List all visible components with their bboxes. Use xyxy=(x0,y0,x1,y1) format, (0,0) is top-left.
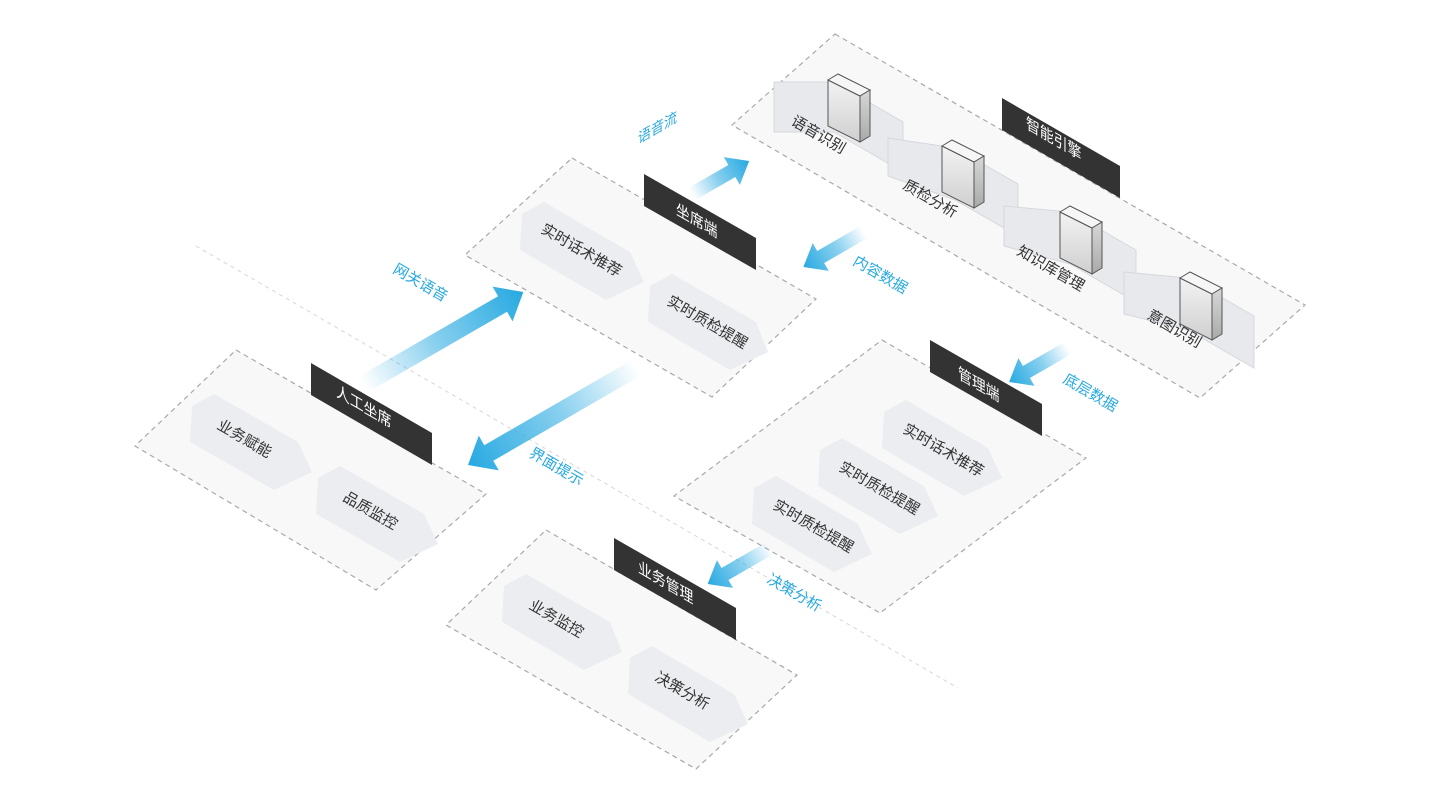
human-agent-module-1: 业务赋能 xyxy=(190,394,312,490)
panel-admin-client: 实时话术推荐 实时质检提醒 实时质检提醒 管理端 xyxy=(672,339,1088,614)
engine-title-tag-bg xyxy=(1002,98,1120,198)
module-plate xyxy=(520,202,644,300)
module-plate xyxy=(648,274,768,370)
flow-label-base-data: 底层数据 xyxy=(1060,370,1121,416)
panel-human-agent: 业务赋能 品质监控 人工坐席 xyxy=(134,349,488,591)
server-icon xyxy=(940,139,986,209)
panel-intelligent-engine: 语音识别 质检分析 知识库管理 xyxy=(730,33,1307,399)
flow-ui-prompt: 界面提示 xyxy=(467,360,641,490)
arrow-down-left-icon xyxy=(467,360,641,471)
panel-business-management: 业务监控 决策分析 业务管理 xyxy=(445,529,799,770)
arrow-up-right-icon xyxy=(359,286,524,392)
flow-gateway-voice: 网关语音 xyxy=(359,260,524,392)
module-plate xyxy=(502,574,622,670)
admin-client-title-tag-bg xyxy=(930,340,1042,436)
agent-client-title-tag-bg xyxy=(644,174,756,270)
business-mgmt-module-1: 业务监控 xyxy=(502,574,622,670)
flow-content-data: 内容数据 xyxy=(803,225,911,298)
panel-agent-client: 实时话术推荐 实时质检提醒 坐席端 xyxy=(463,157,817,398)
flow-label-ui-prompt: 界面提示 xyxy=(526,444,587,490)
guide-line xyxy=(195,245,959,689)
human-agent-title-tag-bg xyxy=(311,363,432,465)
human-agent-module-2: 品质监控 xyxy=(316,466,438,562)
arrow-up-right-icon xyxy=(688,157,750,201)
server-icon xyxy=(1058,205,1104,275)
module-plate xyxy=(818,438,938,534)
server-icon xyxy=(826,73,872,143)
server-icon xyxy=(1178,271,1224,341)
module-plate xyxy=(882,400,1002,496)
arrow-down-left-icon xyxy=(803,225,868,271)
arrow-down-left-icon xyxy=(707,541,774,588)
flow-label-content-data: 内容数据 xyxy=(850,252,911,298)
arrow-down-left-icon xyxy=(1009,341,1072,386)
flow-label-voice-stream: 语音流 xyxy=(638,108,677,148)
flow-label-gateway-voice: 网关语音 xyxy=(390,260,451,306)
module-plate xyxy=(316,466,438,562)
module-plate xyxy=(190,394,312,490)
module-plate xyxy=(628,646,748,742)
module-plate xyxy=(752,476,872,572)
business-mgmt-title-tag-bg xyxy=(614,538,736,640)
